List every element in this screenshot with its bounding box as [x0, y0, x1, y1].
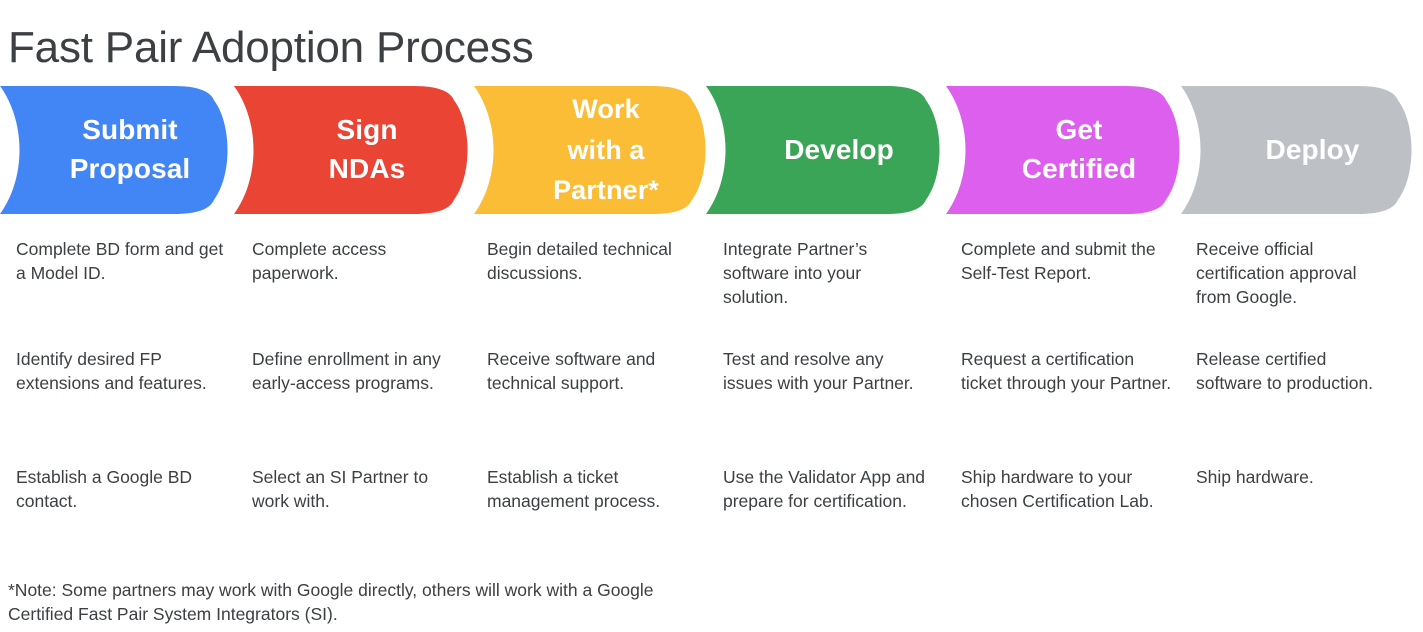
step-detail-item: Establish a Google BD contact.	[16, 467, 193, 511]
step-detail-item: Define enrollment in any early-access pr…	[252, 349, 441, 393]
banner-shape-deploy	[1181, 86, 1412, 214]
step-detail-item: Test and resolve any issues with your Pa…	[723, 349, 914, 393]
banner-shape-get-certified	[946, 86, 1180, 214]
step-detail-item: Establish a ticket management process.	[487, 467, 661, 511]
page-title: Fast Pair Adoption Process	[8, 23, 534, 73]
step-detail-item: Receive software and technical support.	[487, 349, 656, 393]
footnote-line-2: Google Certified Fast Pair System Integr…	[8, 580, 654, 625]
step-detail-item: Ship hardware.	[1196, 467, 1314, 487]
footnote: *Note: Some partners may work with Googl…	[8, 578, 708, 626]
banner-shape-develop	[706, 86, 940, 214]
step-detail-item: Complete and submit the Self-Test Report…	[961, 239, 1156, 283]
step-detail-item: Select an SI Partner to work with.	[252, 467, 429, 511]
step-detail-item: Use the Validator App and prepare for ce…	[723, 467, 926, 511]
banner-shape-sign-ndas	[234, 86, 468, 214]
step-detail-item: Complete BD form and get a Model ID.	[16, 239, 224, 283]
step-detail-item: Ship hardware to your chosen Certificati…	[961, 467, 1154, 511]
step-detail-item: Integrate Partner’s software into your s…	[723, 239, 868, 307]
step-detail-item: Release certified software to production…	[1196, 349, 1374, 393]
step-detail-item: Identify desired FP extensions and featu…	[16, 349, 207, 393]
step-detail-item: Request a certification ticket through y…	[961, 349, 1172, 393]
footnote-line-1: *Note: Some partners may work with Googl…	[8, 580, 593, 600]
step-detail-item: Complete access paperwork.	[252, 239, 387, 283]
step-detail-item: Receive official certification approval …	[1196, 239, 1357, 307]
banner-shape-work-with-a-partner	[474, 86, 706, 214]
process-step-banner-deploy[interactable]: Deploy	[1181, 86, 1418, 214]
step-detail-item: Begin detailed technical discussions.	[487, 239, 672, 283]
banner-shape-submit-proposal	[0, 86, 228, 214]
process-step-banner-develop[interactable]: Develop	[706, 86, 946, 214]
